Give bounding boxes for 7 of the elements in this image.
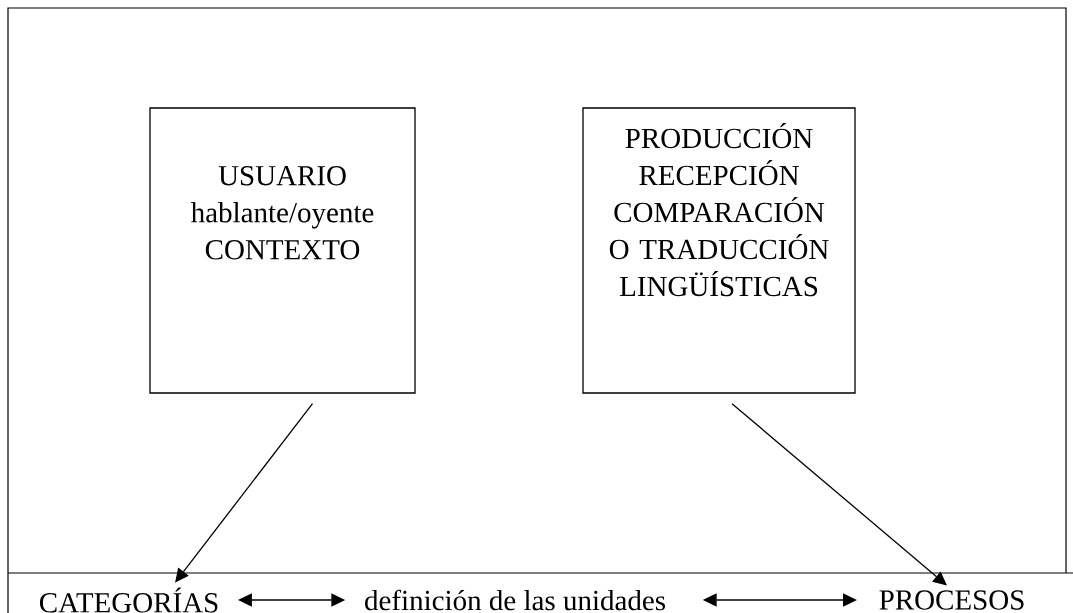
label-text: PROCESOS [879,590,1024,610]
label-text: definición de las unidades [365,589,665,611]
label-text: CATEGORÍAS [39,587,218,613]
text-box: PRODUCCIÓN RECEPCIÓN COMPARACIÓN O TRADUCCIÓN LINGÜÍSTICAS [582,107,856,394]
arrow [175,403,314,583]
text-box: USUARIO hablante/oyente CONTEXTO [149,107,416,394]
arrow [731,403,947,586]
